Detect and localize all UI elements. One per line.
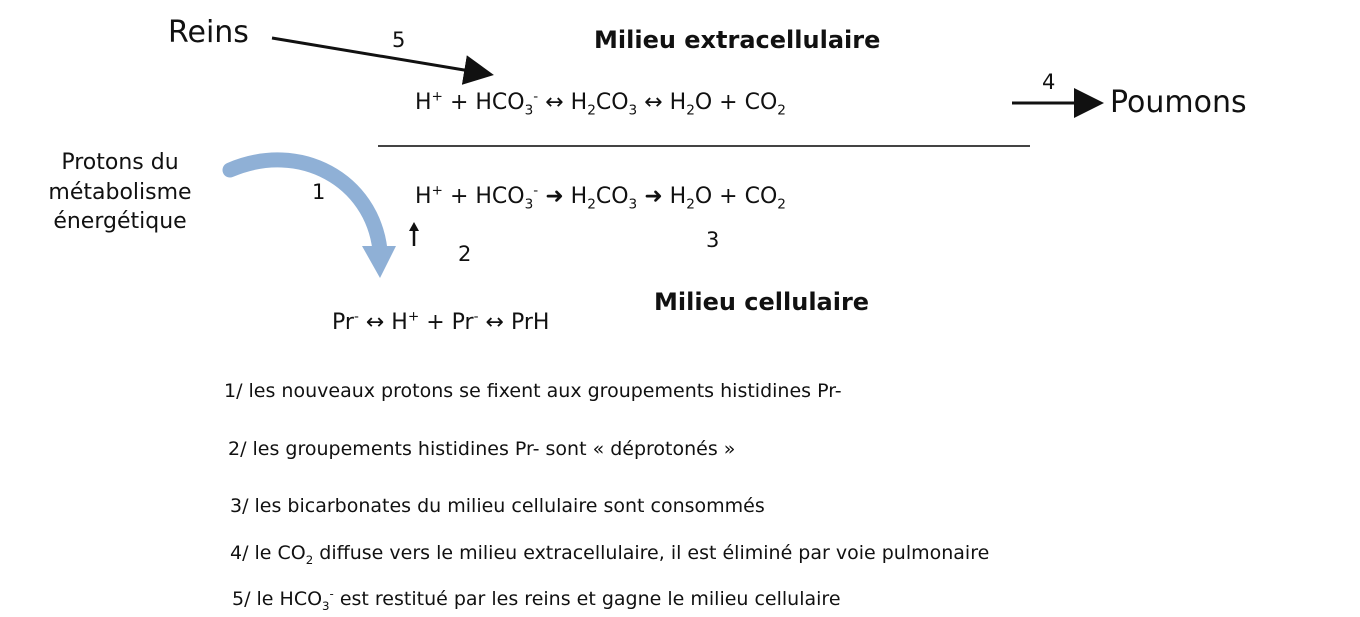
note-5: 5/ le HCO3- est restitué par les reins e… bbox=[232, 586, 841, 613]
note-2: 2/ les groupements histidines Pr- sont «… bbox=[228, 438, 736, 460]
reins-arrow bbox=[271, 36, 494, 85]
reins-label: Reins bbox=[168, 15, 249, 50]
cellular-equation: H+ + HCO3- ➜ H2CO3 ➜ H2O + CO2 bbox=[415, 182, 786, 213]
step-number-3: 3 bbox=[706, 228, 720, 252]
up-arrow-icon bbox=[409, 222, 419, 246]
step-number-2: 2 bbox=[458, 242, 472, 266]
protons-label: Protons du métabolisme énergétique bbox=[48, 150, 192, 235]
note-1: 1/ les nouveaux protons se fixent aux gr… bbox=[224, 380, 842, 402]
note-4: 4/ le CO2 diffuse vers le milieu extrace… bbox=[230, 542, 990, 567]
protein-equation: Pr- ↔ H+ + Pr- ↔ PrH bbox=[332, 308, 550, 335]
cellular-title: Milieu cellulaire bbox=[654, 288, 870, 316]
curved-arrow-icon bbox=[222, 152, 396, 278]
extracellular-equation: H+ + HCO3- ↔ H2CO3 ↔ H2O + CO2 bbox=[415, 88, 786, 119]
step-number-1: 1 bbox=[312, 180, 326, 204]
step-number-5: 5 bbox=[392, 28, 406, 52]
note-3: 3/ les bicarbonates du milieu cellulaire… bbox=[230, 495, 765, 517]
extracellular-title: Milieu extracellulaire bbox=[594, 26, 881, 54]
poumons-label: Poumons bbox=[1110, 85, 1247, 120]
step-number-4: 4 bbox=[1042, 70, 1056, 94]
